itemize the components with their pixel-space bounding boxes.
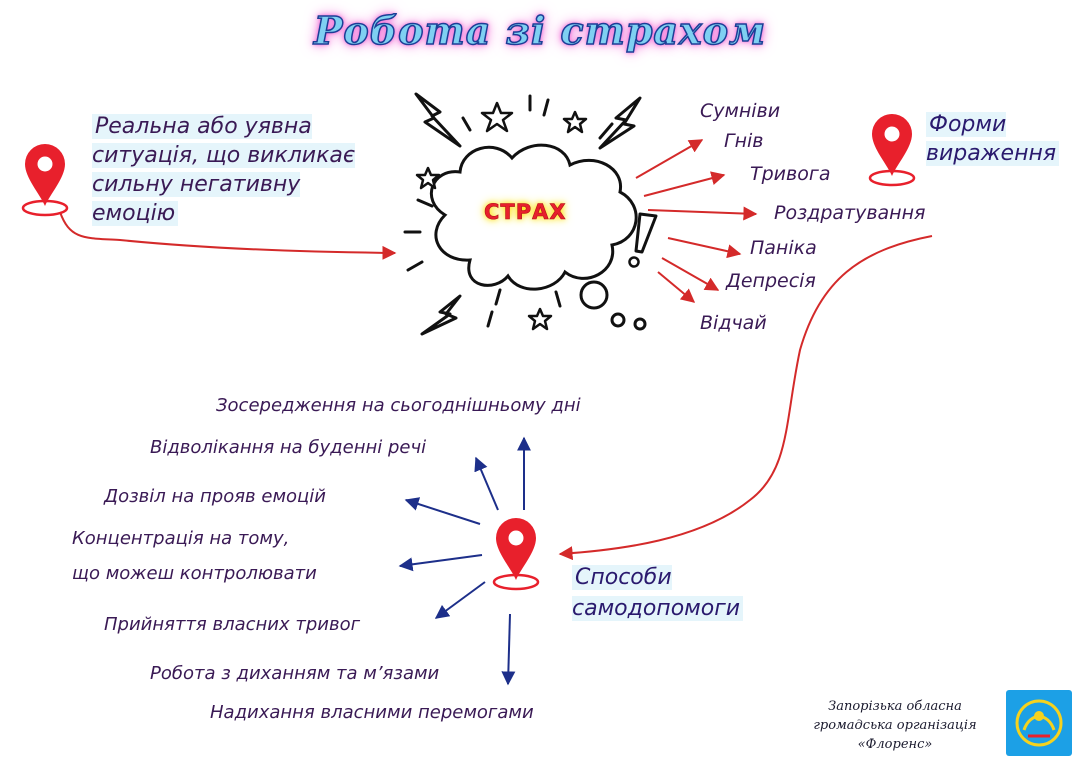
logo-icon	[1006, 690, 1072, 756]
method-item: Прийняття власних тривог	[104, 614, 361, 635]
lightning-icon	[420, 294, 462, 336]
form-item: Сумніви	[700, 100, 781, 122]
situation-label: Реальна або уявна ситуація, що викликає …	[92, 114, 355, 226]
star-icon	[527, 307, 553, 331]
method-item: Зосередження на сьогоднішньому дні	[216, 395, 581, 416]
star-icon	[480, 101, 514, 133]
form-item: Тривога	[750, 163, 831, 185]
methods-arrows	[398, 436, 531, 686]
method-item: Дозвіл на прояв емоцій	[104, 486, 326, 507]
thought-bubble-mid	[610, 312, 626, 328]
form-item: Роздратування	[774, 202, 926, 224]
method-item: Робота з диханням та м’язами	[150, 663, 440, 684]
lightning-icon	[598, 96, 642, 150]
org-line: «Флоренс»	[857, 737, 933, 752]
thought-bubble-small	[633, 317, 647, 331]
map-pin-icon	[868, 112, 916, 187]
method-item: Надихання власними перемогами	[210, 702, 534, 723]
star-icon	[415, 166, 441, 190]
burst-lines	[403, 94, 614, 328]
forms-title: Форми вираження	[926, 112, 1060, 166]
forms-arrows	[635, 139, 758, 303]
exclamation-icon	[628, 212, 658, 268]
situation-text: Реальна або уявна ситуація, що викликає …	[92, 112, 392, 228]
map-pin-icon	[492, 516, 540, 591]
fear-label: СТРАХ	[484, 200, 567, 225]
forms-to-methods-arrow	[558, 235, 933, 561]
form-item: Паніка	[750, 237, 817, 259]
method-item: Відволікання на буденні речі	[150, 437, 427, 458]
methods-title: Способи самодопомоги	[572, 565, 744, 621]
star-icon	[562, 110, 588, 134]
thought-bubble-big	[579, 280, 609, 310]
lightning-icon	[414, 92, 462, 148]
forms-heading: Форми вираження	[926, 110, 1071, 168]
method-item: Концентрація на тому,	[72, 528, 290, 549]
form-item: Відчай	[700, 312, 767, 334]
form-item: Депресія	[726, 270, 816, 292]
organization-credit: Запорізька обласна громадська організаці…	[780, 697, 1010, 754]
form-item: Гнів	[724, 130, 764, 152]
org-line: Запорізька обласна	[828, 699, 962, 714]
map-pin-icon	[21, 142, 69, 217]
org-line: громадська організація	[813, 718, 977, 733]
situation-arrow	[59, 211, 397, 260]
page-title: Робота зі страхом	[313, 7, 767, 54]
methods-heading: Способи самодопомоги	[572, 562, 762, 624]
method-item: що можеш контролювати	[72, 563, 317, 584]
